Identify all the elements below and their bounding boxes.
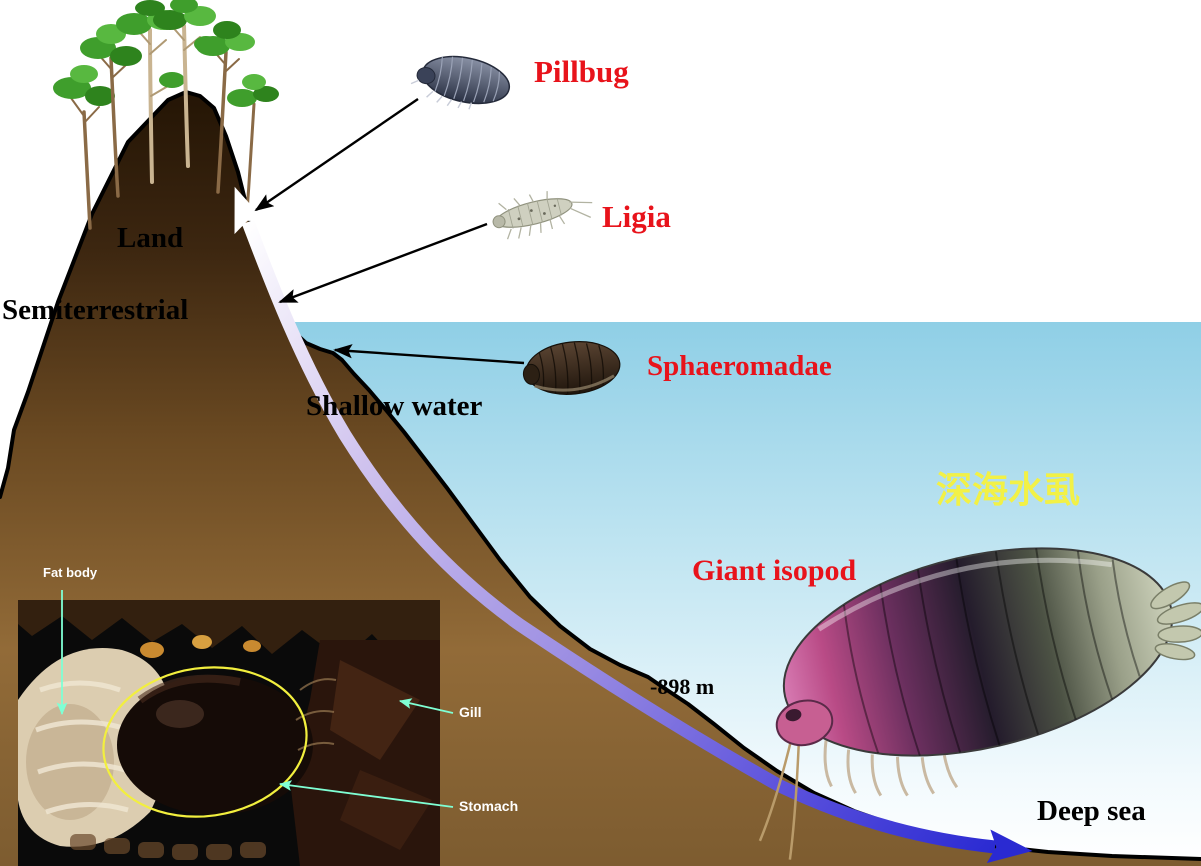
arrow-ligia-to-semiterrestrial [278,222,488,304]
label-sphaeromadae: Sphaeromadae [647,350,832,382]
inset-photo [18,600,440,866]
label-land: Land [117,222,184,254]
label-semiterrestrial: Semiterrestrial [2,294,189,326]
stomach-outline-ellipse [102,666,308,818]
label-pillbug: Pillbug [534,54,629,89]
label-ligia: Ligia [602,199,671,234]
label-giant-isopod-chinese: 深海水虱 [936,470,1081,510]
label-fat-body: Fat body [43,565,98,580]
label-shallow-water: Shallow water [306,390,483,422]
label-deep-sea: Deep sea [1037,795,1146,827]
arrow-sphaeromadae-to-shallow [333,344,525,365]
evolution-flow-arrow [234,186,1033,864]
pillbug-image [410,55,511,110]
arrow-gill [398,698,454,714]
giant-isopod-image [758,547,1201,860]
label-gill: Gill [459,704,482,720]
arrow-pillbug-to-land [254,98,419,212]
label-giant-isopod: Giant isopod [692,554,857,587]
ligia-image [492,191,593,240]
sphaeromadae-image [522,341,621,395]
label-depth-marker: -898 m [650,674,715,699]
label-stomach: Stomach [459,798,519,814]
arrow-stomach [278,780,454,808]
trees-icon [53,0,279,230]
